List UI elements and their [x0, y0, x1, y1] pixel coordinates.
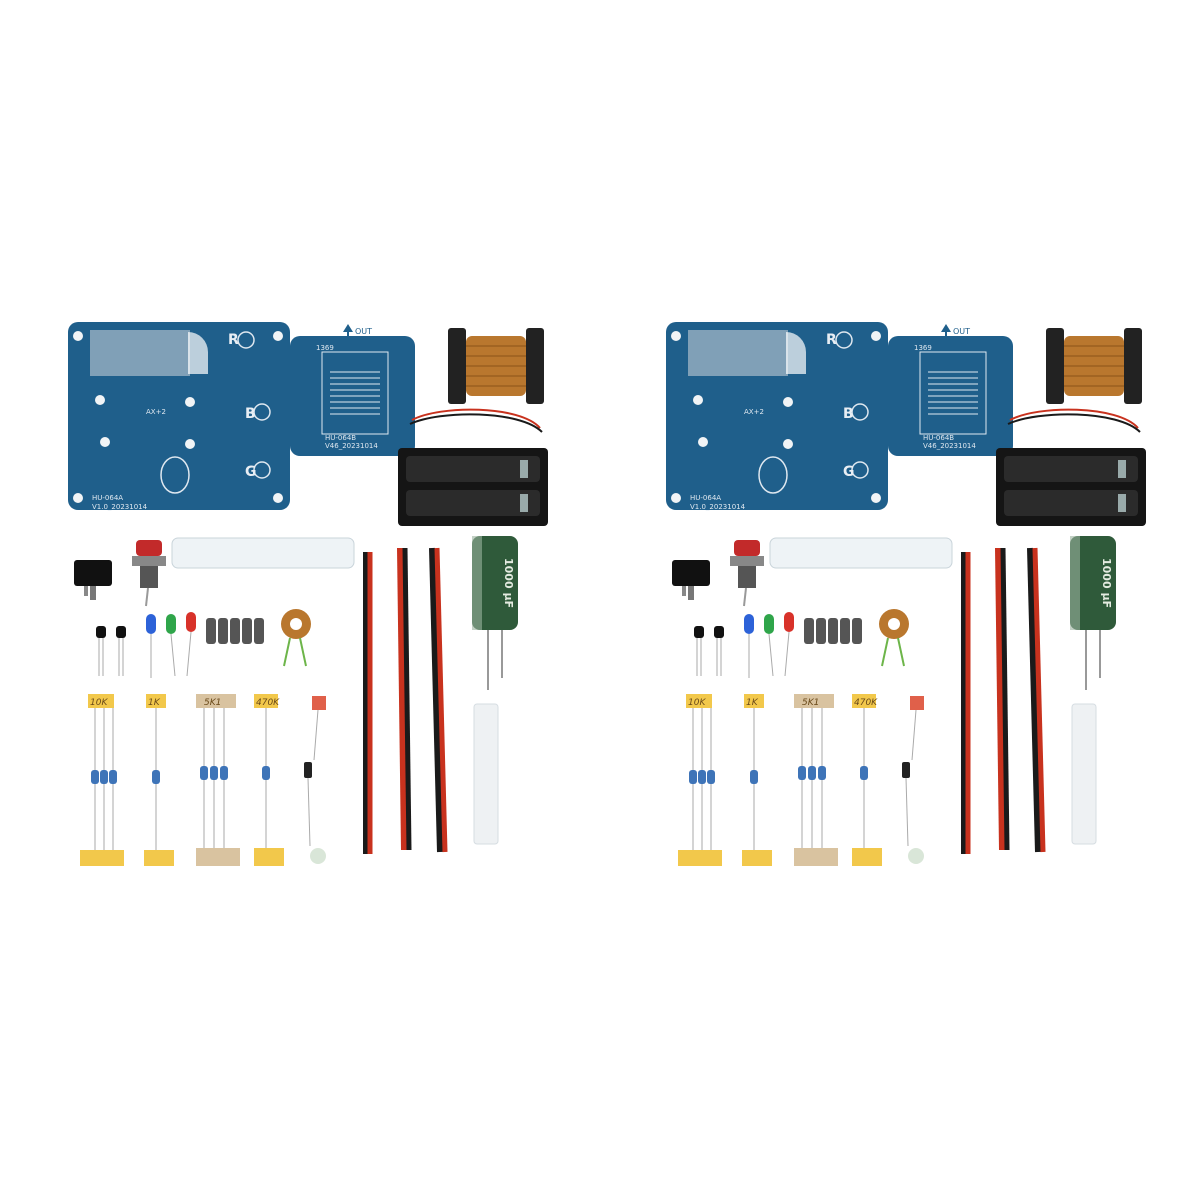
pcb-board-a: R B G AX+2 HU-064A V1.0_20231014	[68, 322, 290, 511]
resistor-tape-1k: 1K	[148, 698, 161, 708]
diode-icon	[304, 696, 326, 864]
resistor-tape-10k: 10K	[90, 698, 108, 708]
switch-icon	[74, 560, 112, 600]
heat-shrink-strip	[1071, 703, 1097, 845]
board-b-version-label: V46_20231014	[923, 442, 976, 450]
board-a-center-label: AX+2	[146, 408, 166, 416]
ferrite-bead-icon	[804, 618, 862, 644]
board-a-letter-r: R	[826, 332, 837, 348]
board-b-name-label: HU-064B	[325, 434, 356, 442]
board-b-out-label: OUT	[953, 327, 970, 336]
board-b-top-label: 1369	[914, 344, 932, 352]
resistor-tape-470k: 470K	[854, 698, 878, 708]
kit-left: R B G AX+2 HU-064A V1.0_20231014	[0, 0, 600, 1200]
kit-illustration: R B G AX+2 HU-064A V1.0_20231014 OUT	[666, 322, 1146, 866]
ferrite-bead-icon	[206, 618, 264, 644]
transistor-icon	[694, 626, 724, 676]
diode-icon	[902, 696, 924, 864]
led-icon	[744, 612, 794, 678]
clear-tube	[171, 537, 355, 569]
resistor-icon: 10K 1K 5K1 470K	[678, 694, 882, 866]
transistor-icon	[96, 626, 126, 676]
heat-shrink-strip	[473, 703, 499, 845]
push-button-icon	[132, 540, 166, 607]
board-b-out-label: OUT	[355, 327, 372, 336]
wire-icon	[961, 547, 1046, 854]
board-b-version-label: V46_20231014	[325, 442, 378, 450]
pcb-board-b: OUT 1369 HU-064B V46_20231014	[290, 324, 415, 456]
capacitor-icon: 1000 µF	[472, 536, 518, 690]
resistor-icon: 10K 1K 5K1 470K	[80, 694, 284, 866]
kit-illustration: R B G AX+2 HU-064A V1.0_20231014	[68, 322, 548, 866]
board-a-name-label: HU-064A	[690, 494, 721, 502]
pcb-board-b: OUT 1369 HU-064B V46_20231014	[888, 324, 1013, 456]
board-a-letter-g: G	[245, 464, 257, 480]
toroid-icon	[879, 609, 909, 667]
resistor-tape-5k1: 5K1	[802, 698, 819, 708]
toroid-icon	[281, 609, 311, 667]
coil-icon	[1046, 328, 1142, 404]
board-a-version-label: V1.0_20231014	[92, 503, 148, 511]
capacitor-label: 1000 µF	[1100, 558, 1113, 608]
pcb-board-a: R B G AX+2 HU-064A V1.0_20231014	[666, 322, 888, 511]
board-a-version-label: V1.0_20231014	[690, 503, 746, 511]
board-a-letter-r: R	[228, 332, 239, 348]
resistor-tape-1k: 1K	[746, 698, 759, 708]
board-a-letter-b: B	[245, 406, 256, 422]
kit-right: R B G AX+2 HU-064A V1.0_20231014 OUT	[598, 0, 1198, 1200]
board-b-top-label: 1369	[316, 344, 334, 352]
push-button-icon	[730, 540, 764, 607]
board-a-letter-g: G	[843, 464, 855, 480]
board-a-center-label: AX+2	[744, 408, 764, 416]
board-a-name-label: HU-064A	[92, 494, 123, 502]
clear-tube	[769, 537, 953, 569]
capacitor-icon: 1000 µF	[1070, 536, 1116, 690]
board-a-letter-b: B	[843, 406, 854, 422]
resistor-tape-470k: 470K	[256, 698, 280, 708]
board-b-name-label: HU-064B	[923, 434, 954, 442]
led-icon	[146, 612, 196, 678]
resistor-tape-5k1: 5K1	[204, 698, 221, 708]
wire-icon	[363, 547, 448, 854]
capacitor-label: 1000 µF	[502, 558, 515, 608]
battery-holder-icon	[996, 408, 1146, 526]
resistor-tape-10k: 10K	[688, 698, 706, 708]
battery-holder-icon	[398, 408, 548, 526]
coil-icon	[448, 328, 544, 404]
switch-icon	[672, 560, 710, 600]
